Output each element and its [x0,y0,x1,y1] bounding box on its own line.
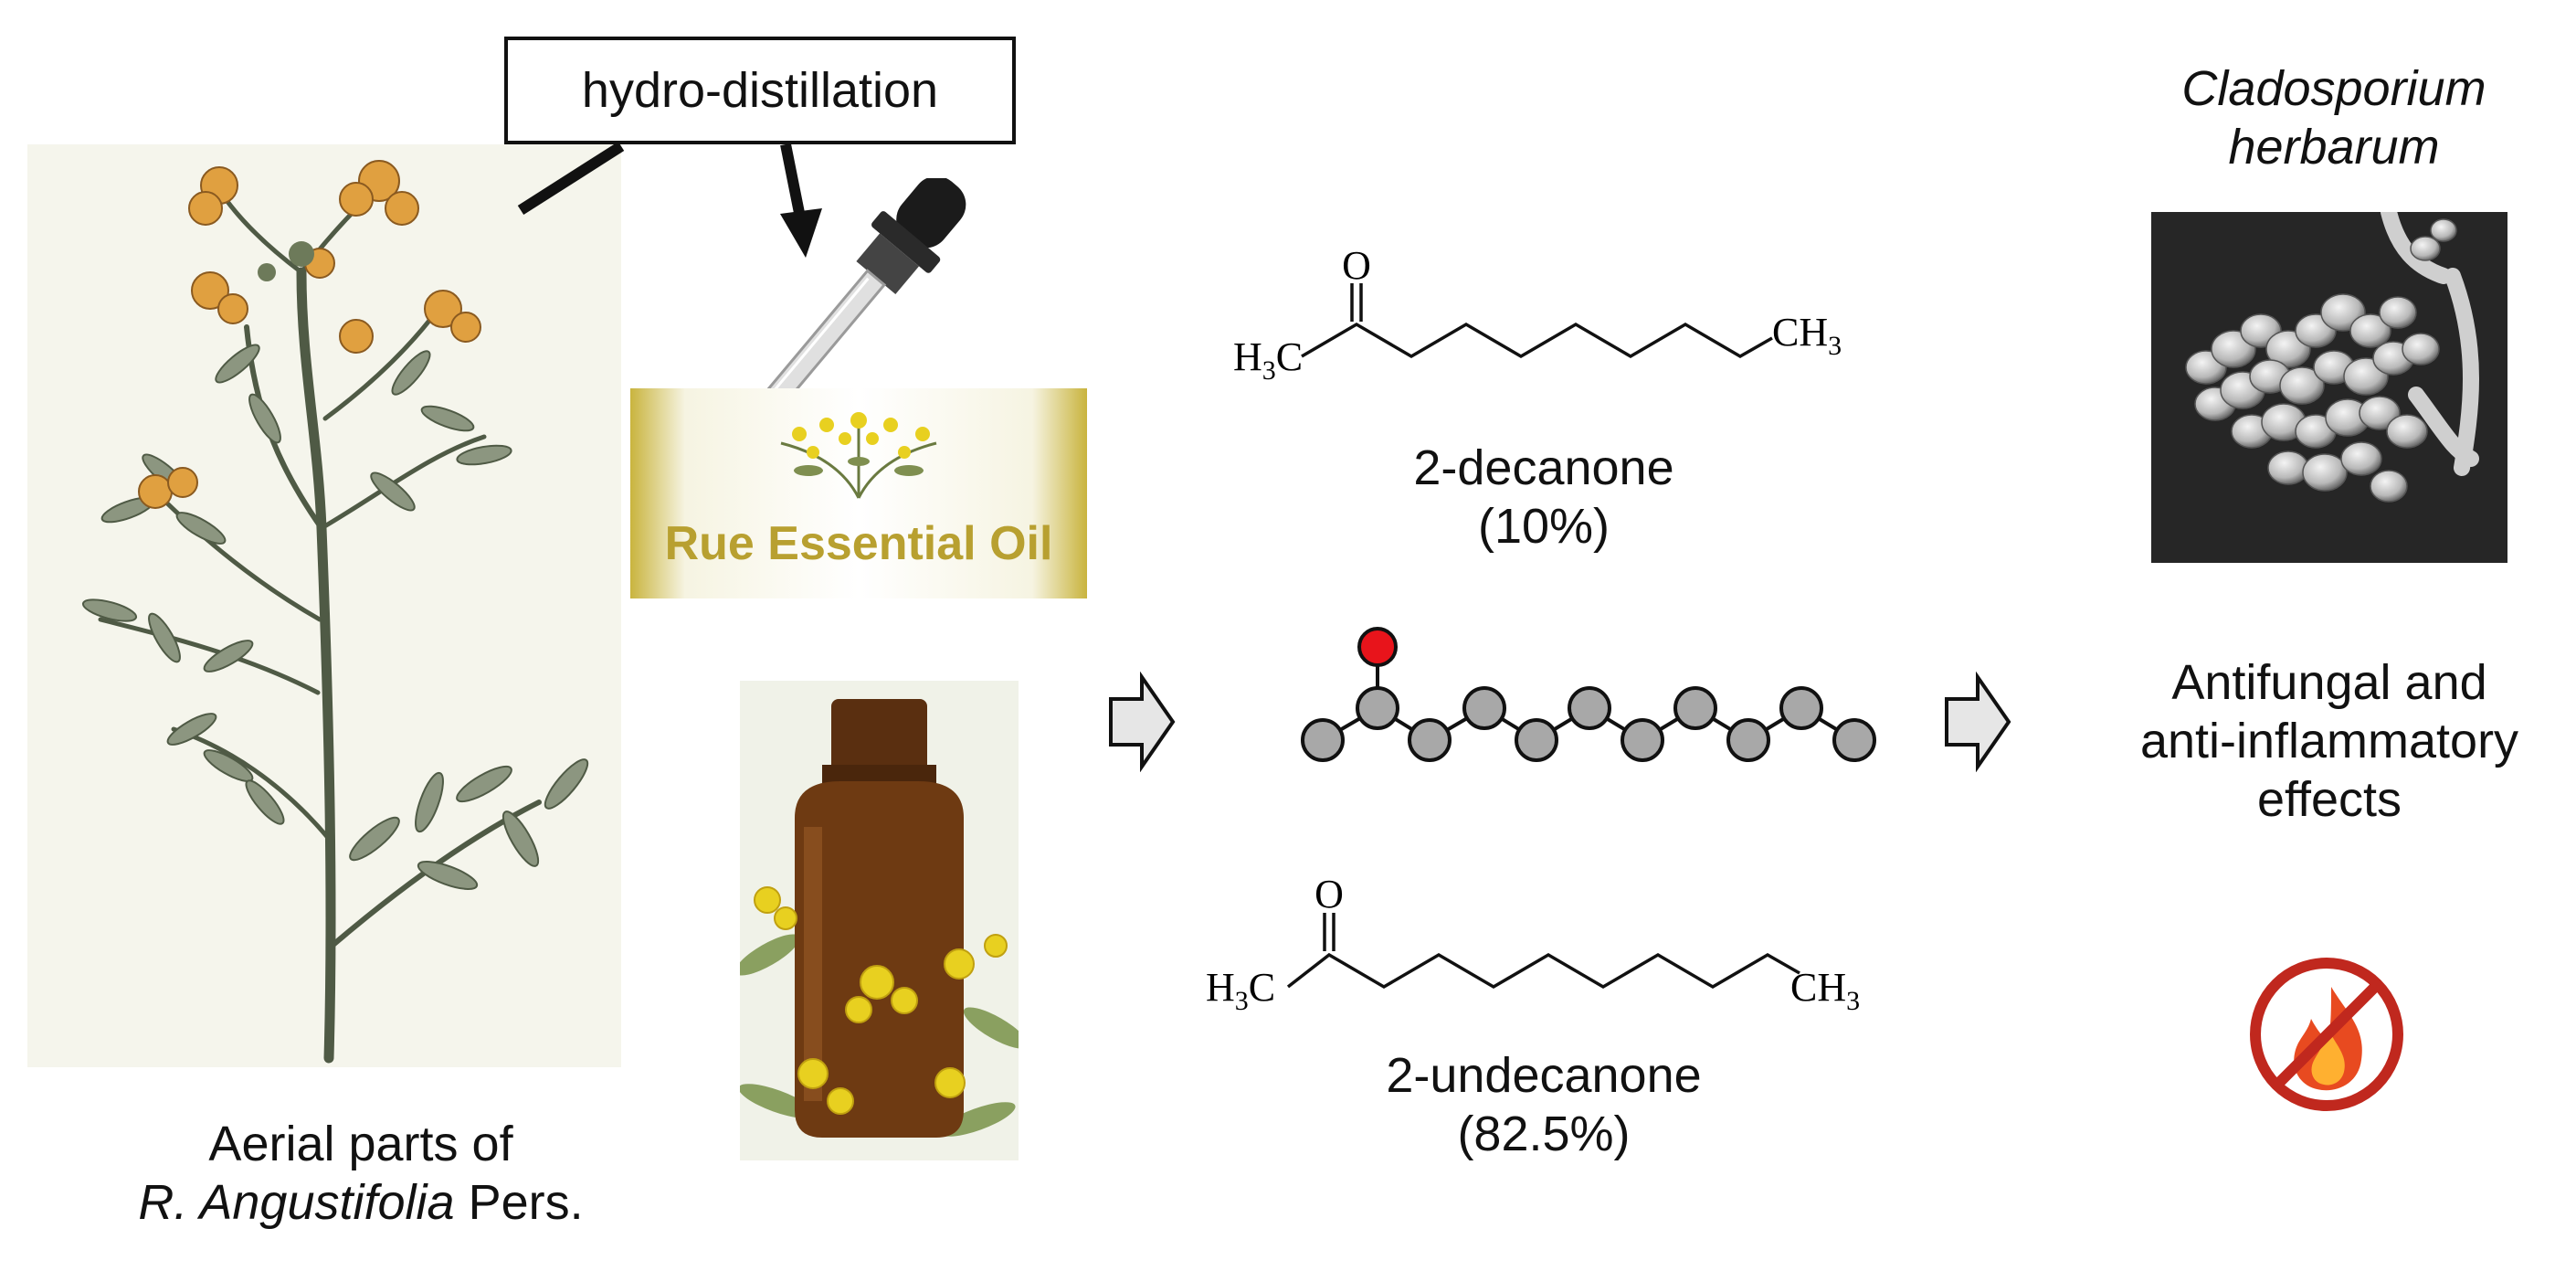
effects-line3: effects [2256,772,2402,827]
fungus-sem-image [2151,212,2507,563]
undecanone-structure: O H3C CH3 [1206,873,1860,1016]
arrow-right-icon [1109,672,1176,772]
decanone-right-group: CH3 [1772,310,1842,361]
arrow-down-icon [780,144,822,258]
effects-text: Antifungal and anti-inflammatory effects [2083,653,2576,829]
undecanone-left-group: H3C [1206,965,1275,1016]
decanone-left-group: H3C [1233,334,1303,386]
effects-line1: Antifungal and [2171,655,2487,710]
plant-caption: Aerial parts of R. Angustifolia Pers. [46,1115,676,1232]
undecanone-name: 2-undecanone [1386,1048,1702,1103]
plant-caption-line2: R. Angustifolia Pers. [46,1173,676,1232]
plant-caption-line1: Aerial parts of [208,1117,513,1171]
plant-illustration [27,144,621,1067]
decanone-percent: (10%) [1477,499,1610,554]
undecanone-percent: (82.5%) [1457,1107,1631,1161]
effects-line2: anti-inflammatory [2139,714,2519,768]
no-inflammation-icon [2250,958,2403,1111]
decanone-name: 2-decanone [1413,440,1674,495]
rue-sprig-image [780,412,937,499]
ball-and-stick-model [1301,627,1876,762]
rue-plant-drawing [81,160,589,1064]
process-label: hydro-distillation [581,63,939,118]
species-authority: Pers. [454,1175,584,1230]
undecanone-oxygen-label: O [1314,873,1344,916]
decanone-label: 2-decanone (10%) [1297,439,1790,556]
species-name: R. Angustifolia [138,1175,455,1230]
essential-oil-bottle-photo [740,681,1019,1160]
bottle-drawing [740,699,1019,1138]
hydro-distillation-box: hydro-distillation [504,37,1016,144]
undecanone-right-group: CH3 [1790,965,1860,1016]
oil-label-text: Rue Essential Oil [664,517,1053,570]
fungus-name: Cladosporium herbarum [2092,59,2576,176]
decanone-structure: O H3C CH3 [1233,247,1842,386]
sem-micrograph [2151,212,2507,563]
undecanone-label: 2-undecanone (82.5%) [1297,1046,1790,1163]
fungus-species: herbarum [2228,120,2440,175]
arrow-right-icon [1945,672,2011,772]
connector-line [517,141,625,216]
oxygen-atom [1357,627,1398,667]
decanone-oxygen-label: O [1342,247,1371,288]
fungus-genus: Cladosporium [2181,61,2486,116]
oil-label-panel: Rue Essential Oil [630,388,1087,598]
